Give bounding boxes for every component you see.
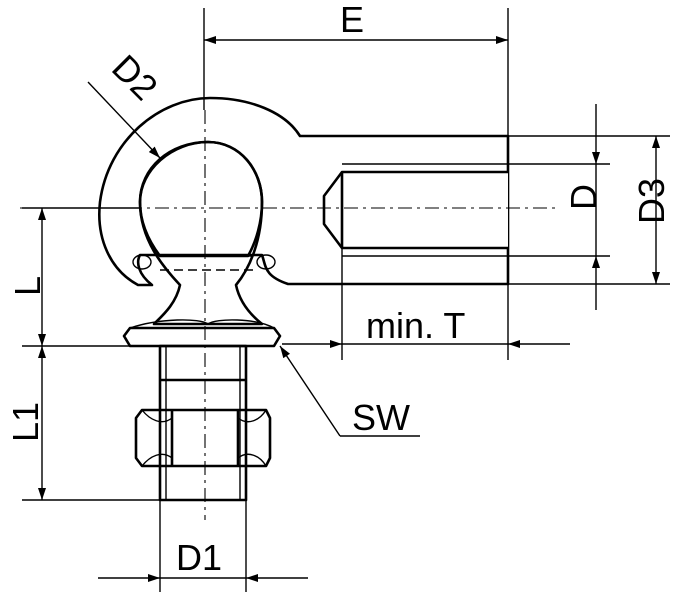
label-d: D: [563, 184, 604, 210]
dimension-d3: D3: [508, 135, 672, 285]
dimension-d: D: [508, 104, 610, 310]
hex-collar: [122, 319, 282, 348]
dimension-l1: L1: [5, 346, 160, 501]
hex-nut: [134, 408, 272, 468]
clip-left: [132, 254, 152, 270]
label-l: L: [7, 276, 48, 296]
clip-right: [256, 254, 276, 270]
dimension-l: L: [7, 207, 140, 347]
threaded-shank: [158, 344, 248, 502]
dimension-sw: SW: [279, 345, 420, 438]
dimension-d1: D1: [98, 500, 308, 592]
label-l1: L1: [5, 402, 46, 442]
label-min-t: min. T: [366, 305, 465, 346]
label-sw: SW: [352, 397, 410, 438]
dimension-e: E: [203, 0, 509, 136]
label-d3: D3: [631, 178, 672, 224]
ball-stud: [132, 140, 276, 326]
dimension-min-t: min. T: [282, 248, 570, 360]
label-e: E: [340, 0, 364, 40]
label-d1: D1: [176, 537, 222, 578]
label-d2: D2: [104, 47, 166, 109]
socket-body: [98, 96, 510, 287]
